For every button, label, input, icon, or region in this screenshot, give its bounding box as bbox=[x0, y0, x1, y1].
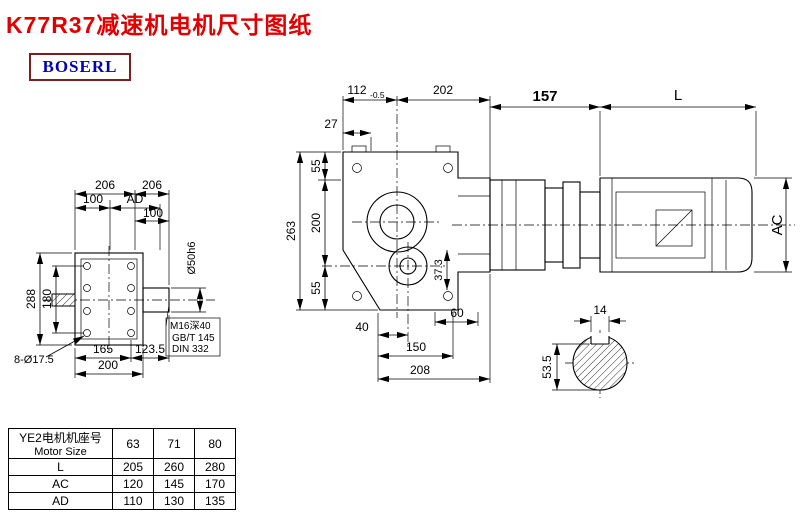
dim-AD: AD bbox=[127, 192, 144, 206]
dim-40: 40 bbox=[355, 320, 369, 334]
cell: 130 bbox=[153, 492, 195, 510]
logo-text: BOSERL bbox=[42, 57, 118, 76]
dim-200-bottom: 200 bbox=[98, 358, 118, 372]
size-80: 80 bbox=[194, 428, 236, 459]
dim-165: 165 bbox=[93, 342, 113, 356]
dim-112-tolerance: -0.5 bbox=[370, 90, 385, 100]
dim-180: 180 bbox=[40, 289, 54, 309]
note-din: DIN 332 bbox=[172, 344, 209, 355]
cell: 260 bbox=[153, 458, 195, 476]
dim-288: 288 bbox=[24, 289, 38, 309]
cell: 110 bbox=[112, 492, 154, 510]
dim-60: 60 bbox=[450, 306, 464, 320]
motor-view bbox=[599, 177, 753, 273]
dim-L: L bbox=[674, 87, 682, 104]
boserl-logo: BOSERL bbox=[29, 53, 131, 81]
row-label: AD bbox=[8, 492, 113, 510]
header-cn: YE2电机机座号 bbox=[19, 431, 102, 445]
dim-208: 208 bbox=[410, 363, 430, 377]
row-label: AC bbox=[8, 475, 113, 493]
table-row-AD: AD 110 130 135 bbox=[8, 492, 236, 510]
dim-100-b: 100 bbox=[143, 206, 163, 220]
dim-8-holes: 8-Ø17.5 bbox=[14, 354, 54, 366]
dim-202: 202 bbox=[433, 83, 453, 97]
cell: 145 bbox=[153, 475, 195, 493]
dim-123-5: 123.5 bbox=[135, 342, 165, 356]
page-title: K77R37减速机电机尺寸图纸 bbox=[6, 12, 313, 38]
dim-206-b: 206 bbox=[142, 178, 162, 192]
dim-53-5: 53.5 bbox=[540, 355, 554, 379]
dim-AC: AC bbox=[769, 214, 786, 235]
dim-112: 112 bbox=[347, 83, 366, 97]
dim-200-left: 200 bbox=[309, 213, 323, 233]
dim-157: 157 bbox=[532, 88, 557, 105]
dimension-labels: 112 -0.5 202 157 L 27 55 200 55 263 40 1… bbox=[14, 83, 786, 379]
header-en: Motor Size bbox=[34, 446, 87, 458]
note-m16: M16深40 bbox=[170, 320, 211, 332]
gearbox-side-view bbox=[342, 145, 491, 311]
dim-100-a: 100 bbox=[83, 192, 103, 206]
dim-55-top: 55 bbox=[309, 159, 323, 173]
dimension-lines bbox=[36, 96, 790, 390]
dim-206-a: 206 bbox=[95, 178, 115, 192]
dim-150: 150 bbox=[406, 340, 426, 354]
size-63: 63 bbox=[112, 428, 154, 459]
table-header-cell: YE2电机机座号 Motor Size bbox=[8, 428, 113, 459]
cell: 170 bbox=[194, 475, 236, 493]
size-71: 71 bbox=[153, 428, 195, 459]
table-row-AC: AC 120 145 170 bbox=[8, 475, 236, 493]
cell: 280 bbox=[194, 458, 236, 476]
dim-14: 14 bbox=[593, 303, 607, 317]
dim-263: 263 bbox=[284, 221, 298, 241]
cell: 135 bbox=[194, 492, 236, 510]
motor-size-table: YE2电机机座号 Motor Size 63 71 80 L 205 260 2… bbox=[8, 428, 236, 510]
dim-27: 27 bbox=[324, 117, 338, 131]
table-row-L: L 205 260 280 bbox=[8, 458, 236, 476]
note-gbt: GB/T 145 bbox=[172, 333, 215, 344]
dim-50h6: Ø50h6 bbox=[186, 241, 198, 274]
cell: 120 bbox=[112, 475, 154, 493]
dim-37-3: 37.3 bbox=[433, 259, 445, 280]
row-label: L bbox=[8, 458, 113, 476]
shaft-cross-section bbox=[572, 333, 628, 391]
cell: 205 bbox=[112, 458, 154, 476]
table-header-row: YE2电机机座号 Motor Size 63 71 80 bbox=[8, 428, 236, 459]
dim-55-bottom: 55 bbox=[309, 281, 323, 295]
extension-lines bbox=[36, 96, 792, 391]
